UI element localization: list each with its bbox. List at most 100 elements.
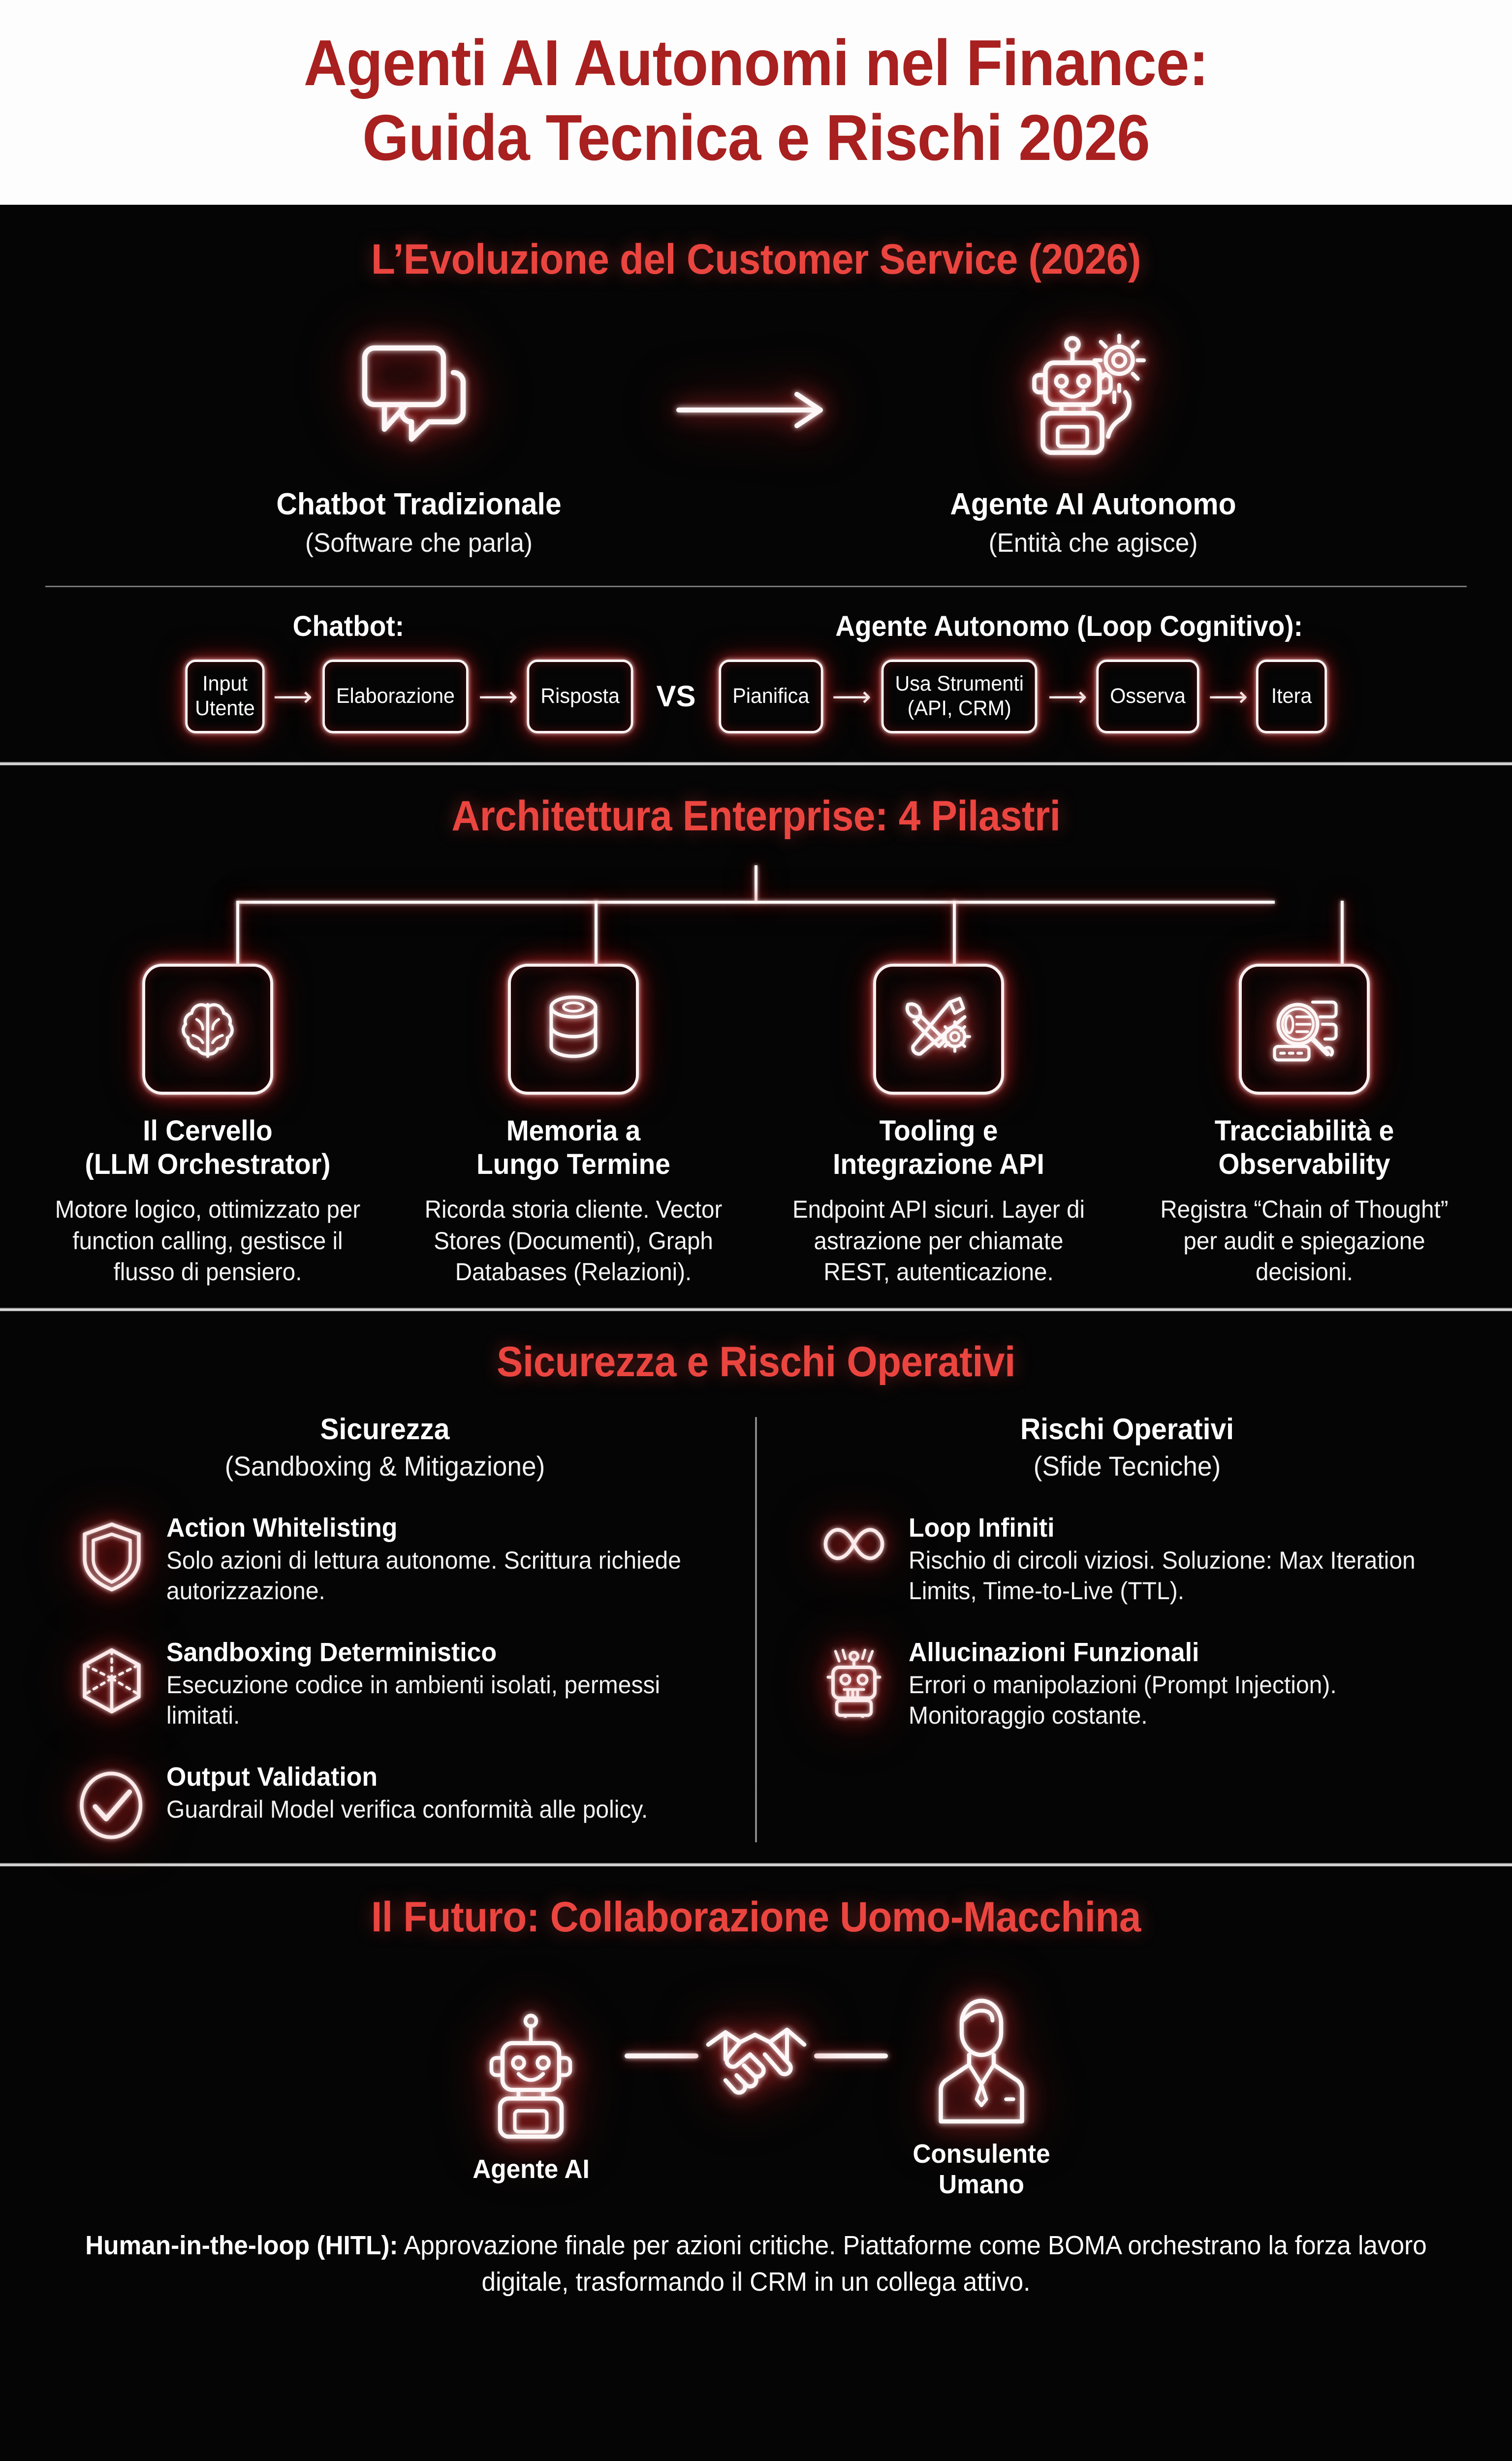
future-card-human: Consulente Umano bbox=[893, 1976, 1070, 2200]
flow-heading-chatbot: Chatbot: bbox=[292, 610, 405, 642]
flow-step-pianifica[interactable]: Pianifica bbox=[718, 659, 823, 733]
flow-arrow-icon: ⟶ bbox=[478, 680, 518, 712]
risk-item-allucinazioni: Allucinazioni Funzionali Errori o manipo… bbox=[778, 1637, 1477, 1731]
shield-icon bbox=[75, 1513, 149, 1593]
pillar-memory-title: Memoria a Lungo Termine bbox=[476, 1114, 670, 1181]
pillar-observability-box bbox=[1238, 963, 1370, 1095]
tree-branch-4 bbox=[1341, 900, 1344, 964]
pillar-memory: Memoria a Lungo Termine Ricorda storia c… bbox=[401, 963, 746, 1288]
security-item-desc: Esecuzione codice in ambienti isolati, p… bbox=[166, 1671, 661, 1730]
future-collaboration-row: Agente AI bbox=[35, 1976, 1477, 2200]
page-title-line-1: Agenti AI Autonomi nel Finance: bbox=[303, 27, 1209, 99]
pillar-brain-desc: Motore logico, ottimizzato per function … bbox=[55, 1196, 361, 1286]
magnifier-logs-icon bbox=[1266, 992, 1342, 1066]
pillar-brain-box bbox=[142, 963, 273, 1095]
architecture-pillars: Il Cervello (LLM Orchestrator) Motore lo… bbox=[35, 963, 1477, 1288]
chat-bubbles-icon bbox=[247, 322, 591, 470]
architecture-connector-tree bbox=[35, 865, 1477, 964]
arrow-right-icon bbox=[650, 388, 862, 492]
brain-icon bbox=[171, 992, 245, 1066]
flow-step-usa-strumenti[interactable]: Usa Strumenti (API, CRM) bbox=[881, 659, 1038, 733]
future-footer-bold: Human-in-the-loop (HITL): bbox=[85, 2230, 398, 2260]
flow-arrow-icon: ⟶ bbox=[273, 680, 313, 712]
wrench-gear-icon bbox=[901, 992, 977, 1066]
section-evolution: L’Evoluzione del Customer Service (2026)… bbox=[0, 205, 1512, 762]
cube-icon bbox=[75, 1637, 149, 1718]
database-icon bbox=[539, 992, 608, 1066]
title-banner: Agenti AI Autonomi nel Finance: Guida Te… bbox=[0, 0, 1512, 205]
pillar-tooling: Tooling e Integrazione API Endpoint API … bbox=[766, 963, 1111, 1288]
security-column-right: Rischi Operativi (Sfide Tecniche) Loop I… bbox=[778, 1412, 1477, 1842]
security-item-title: Sandboxing Deterministico bbox=[166, 1637, 497, 1667]
vs-label: VS bbox=[656, 680, 696, 713]
tree-branch-2 bbox=[595, 900, 598, 964]
section-divider-2 bbox=[0, 1307, 1512, 1311]
tree-branch-3 bbox=[953, 900, 956, 964]
security-column-left-title: Sicurezza bbox=[320, 1412, 450, 1446]
pillar-brain-title: Il Cervello (LLM Orchestrator) bbox=[85, 1114, 331, 1181]
security-item-desc: Solo azioni di lettura autonome. Scrittu… bbox=[166, 1546, 681, 1605]
page-title-line-2: Guida Tecnica e Rischi 2026 bbox=[362, 101, 1150, 174]
business-person-icon bbox=[893, 1976, 1070, 2124]
security-item-sandboxing: Sandboxing Deterministico Esecuzione cod… bbox=[35, 1637, 734, 1731]
future-footer-text: Human-in-the-loop (HITL): Approvazione f… bbox=[71, 2227, 1441, 2301]
security-vertical-divider bbox=[755, 1417, 757, 1842]
evolution-card-agent: Agente AI Autonomo (Entità che agisce) bbox=[921, 322, 1265, 558]
section-divider-1 bbox=[0, 761, 1512, 765]
risk-item-desc: Errori o manipolazioni (Prompt Injection… bbox=[909, 1671, 1337, 1730]
security-columns: Sicurezza (Sandboxing & Mitigazione) Act… bbox=[35, 1412, 1477, 1842]
flow-step-risposta[interactable]: Risposta bbox=[527, 659, 633, 733]
future-card-agent: Agente AI bbox=[442, 1991, 620, 2184]
evolution-agent-name: Agente AI Autonomo bbox=[950, 487, 1236, 521]
flow-arrow-icon: ⟶ bbox=[1208, 680, 1248, 712]
tree-branch-1 bbox=[236, 900, 239, 964]
section-divider-3 bbox=[0, 1862, 1512, 1866]
security-item-output-validation: Output Validation Guardrail Model verifi… bbox=[35, 1762, 734, 1842]
flow-step-osserva[interactable]: Osserva bbox=[1096, 659, 1199, 733]
security-item-whitelisting: Action Whitelisting Solo azioni di lettu… bbox=[35, 1513, 734, 1607]
pillar-memory-desc: Ricorda storia cliente. Vector Stores (D… bbox=[424, 1196, 722, 1286]
connector-dash-left bbox=[624, 2053, 698, 2058]
flow-step-itera[interactable]: Itera bbox=[1256, 659, 1327, 733]
pillar-memory-box bbox=[507, 963, 639, 1095]
tree-stem bbox=[755, 865, 757, 902]
section-security-heading: Sicurezza e Rischi Operativi bbox=[497, 1338, 1015, 1386]
check-circle-icon bbox=[75, 1762, 149, 1842]
flow-headings: Chatbot: Agente Autonomo (Loop Cognitivo… bbox=[35, 610, 1477, 643]
section-evolution-heading: L’Evoluzione del Customer Service (2026) bbox=[371, 235, 1141, 283]
flow-diagram: Input Utente ⟶ Elaborazione ⟶ Risposta V… bbox=[35, 659, 1477, 762]
risk-item-title: Loop Infiniti bbox=[909, 1513, 1055, 1543]
pillar-observability: Tracciabilità e Observability Registra “… bbox=[1132, 963, 1477, 1288]
glitch-robot-icon bbox=[817, 1637, 891, 1718]
pillar-observability-title: Tracciabilità e Observability bbox=[1214, 1114, 1394, 1181]
connector-dash-right bbox=[814, 2053, 888, 2058]
evolution-chatbot-name: Chatbot Tradizionale bbox=[276, 487, 562, 521]
future-human-label: Consulente Umano bbox=[912, 2139, 1050, 2199]
tree-bar bbox=[237, 900, 1275, 904]
security-column-right-subtitle: (Sfide Tecniche) bbox=[1033, 1450, 1221, 1482]
security-item-title: Output Validation bbox=[166, 1762, 378, 1792]
evolution-comparison-row: Chatbot Tradizionale (Software che parla… bbox=[35, 322, 1477, 558]
pillar-brain: Il Cervello (LLM Orchestrator) Motore lo… bbox=[35, 963, 380, 1288]
evolution-divider bbox=[45, 585, 1467, 587]
robot-gear-icon bbox=[921, 322, 1265, 470]
pillar-tooling-title: Tooling e Integrazione API bbox=[833, 1114, 1045, 1181]
section-future: Il Futuro: Collaborazione Uomo-Macchina bbox=[0, 1866, 1512, 2320]
risk-item-desc: Rischio di circoli viziosi. Soluzione: M… bbox=[909, 1546, 1416, 1605]
flow-step-input[interactable]: Input Utente bbox=[185, 659, 265, 733]
risk-item-title: Allucinazioni Funzionali bbox=[909, 1637, 1199, 1667]
section-future-heading: Il Futuro: Collaborazione Uomo-Macchina bbox=[371, 1893, 1141, 1941]
future-footer-rest: Approvazione finale per azioni critiche.… bbox=[398, 2230, 1427, 2297]
risk-item-loop-infiniti: Loop Infiniti Rischio di circoli viziosi… bbox=[778, 1513, 1477, 1607]
section-architecture: Architettura Enterprise: 4 Pilastri bbox=[0, 765, 1512, 1308]
infinity-icon bbox=[817, 1513, 891, 1569]
page-title: Agenti AI Autonomi nel Finance: Guida Te… bbox=[61, 26, 1451, 175]
handshake-icon bbox=[703, 2018, 809, 2104]
security-item-title: Action Whitelisting bbox=[166, 1513, 398, 1543]
pillar-tooling-desc: Endpoint API sicuri. Layer di astrazione… bbox=[792, 1196, 1085, 1286]
section-architecture-heading: Architettura Enterprise: 4 Pilastri bbox=[451, 792, 1061, 840]
future-agent-label: Agente AI bbox=[472, 2154, 590, 2184]
flow-step-elaborazione[interactable]: Elaborazione bbox=[322, 659, 469, 733]
evolution-agent-subtitle: (Entità che agisce) bbox=[988, 528, 1198, 558]
